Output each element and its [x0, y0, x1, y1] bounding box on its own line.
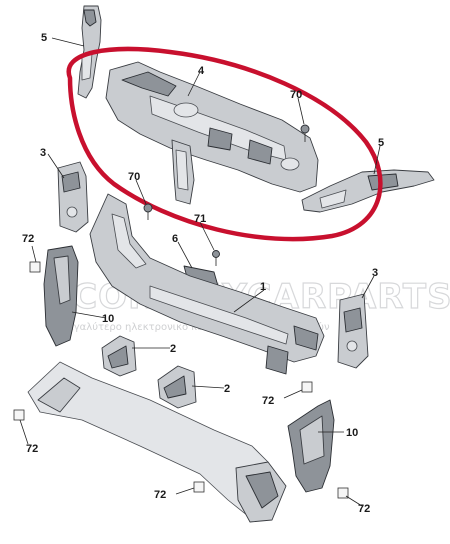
part-4-upper-crossmember — [105, 61, 319, 205]
callout-labels: 5 4 70 5 3 70 71 72 6 1 3 10 2 2 72 10 7… — [22, 32, 384, 515]
highlight-ring — [66, 46, 383, 242]
part-1-lower-crossmember — [89, 193, 325, 375]
part-3-left-bracket — [57, 161, 89, 233]
callout-4: 4 — [198, 65, 205, 77]
callout-5-top: 5 — [41, 32, 47, 44]
callout-72-bottom: 72 — [154, 489, 166, 501]
callout-5-right: 5 — [378, 137, 384, 149]
screw-70-right — [300, 124, 310, 142]
callout-72-left: 72 — [22, 233, 34, 245]
screw-70-mid — [143, 203, 153, 220]
part-2-upper-bracket — [101, 335, 137, 377]
clip-72-bottomright — [337, 487, 349, 499]
callout-6: 6 — [172, 233, 178, 245]
callout-10-left: 10 — [102, 313, 114, 325]
clip-72-bottom — [193, 481, 205, 493]
part-3-right-bracket — [337, 293, 369, 369]
callout-2-upper: 2 — [170, 343, 176, 355]
clip-72-bottomleft — [13, 409, 25, 421]
callout-3-left: 3 — [40, 147, 46, 159]
clip-72-mid — [301, 381, 313, 393]
part-5-right-bracket — [301, 169, 435, 213]
clip-72-left — [29, 261, 41, 273]
part-10-left-deflector — [43, 245, 79, 347]
callout-2-lower: 2 — [224, 383, 230, 395]
callout-3-right: 3 — [372, 267, 378, 279]
callout-72-bottomleft: 72 — [26, 443, 38, 455]
screw-71 — [212, 250, 220, 266]
bumper-beam — [27, 361, 287, 523]
callout-71: 71 — [194, 213, 206, 225]
callout-72-bottomright: 72 — [358, 503, 370, 515]
callout-10-right: 10 — [346, 427, 358, 439]
part-2-lower-bracket — [157, 365, 197, 409]
leader-lines — [19, 37, 381, 507]
callout-70-mid: 70 — [128, 171, 140, 183]
callout-70-right: 70 — [290, 89, 302, 101]
callout-1: 1 — [260, 281, 266, 293]
callout-72-mid: 72 — [262, 395, 274, 407]
part-10-right-deflector — [287, 399, 335, 493]
